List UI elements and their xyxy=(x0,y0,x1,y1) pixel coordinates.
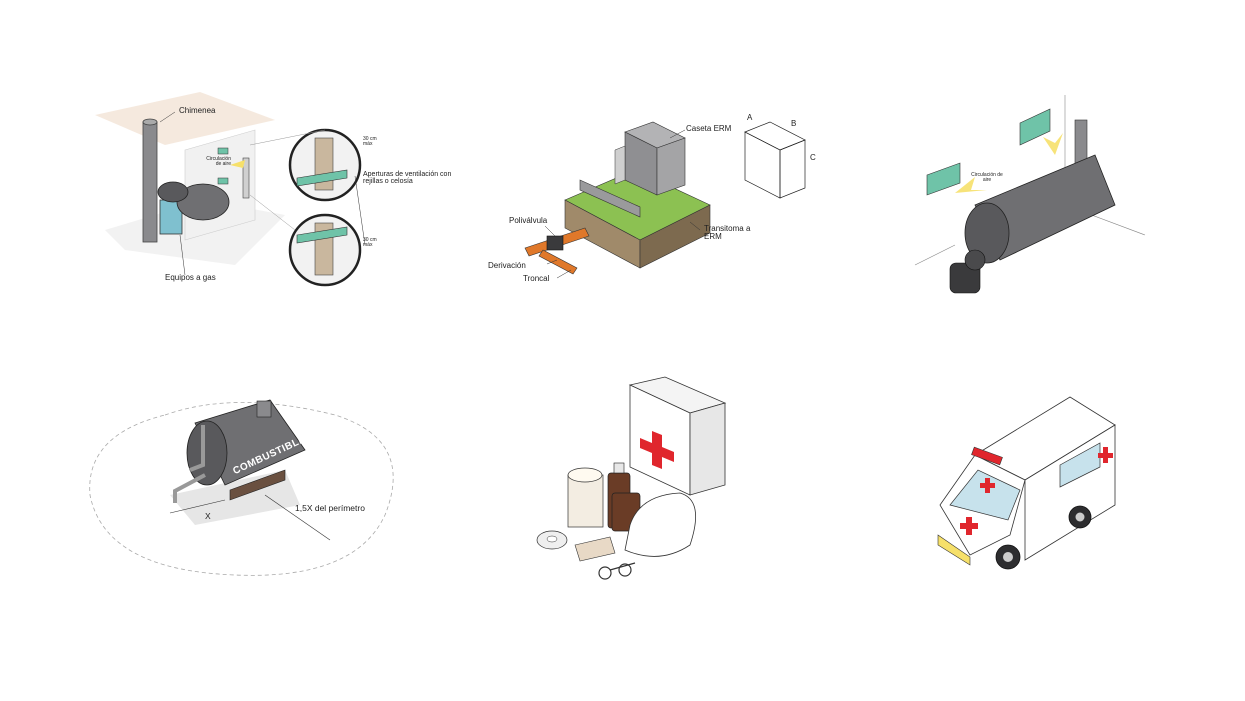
equipment-label: Equipos a gas xyxy=(165,274,216,282)
boiler-air-circulation-label: Circulación de aire xyxy=(967,173,1007,184)
dim-c-label: C xyxy=(810,154,816,162)
dim-a-label: A xyxy=(747,114,752,122)
multivalve-label: Poliválvula xyxy=(509,217,547,225)
air-circulation-label: Circulación de aire xyxy=(201,157,231,168)
panel-boiler: Circulación de aire CALDERA xyxy=(915,95,1150,300)
chimney-label: Chimenea xyxy=(179,107,215,115)
panel-fuel-tank: COMBUSTIBLE X 1,5X del perímetro xyxy=(85,395,405,585)
x-dimension-label: X xyxy=(205,512,211,521)
dim-b-label: B xyxy=(791,120,796,128)
trunk-label: Troncal xyxy=(523,275,549,283)
detail-top-measure: 30 cm máx xyxy=(363,137,381,148)
branch-label: Derivación xyxy=(488,262,526,270)
fuel-tank-illustration xyxy=(85,395,405,585)
gas-equipment-illustration xyxy=(85,90,465,300)
first-aid-illustration xyxy=(530,375,740,585)
erm-station-illustration xyxy=(485,110,825,295)
panel-gas-equipment: Chimenea Circulación de aire Aperturas d… xyxy=(85,90,465,300)
vent-openings-label: Aperturas de ventilación con rejillas o … xyxy=(363,171,458,186)
panel-erm-station: Caseta ERM A B C Poliválvula Transitoma … xyxy=(485,110,825,295)
panel-first-aid xyxy=(530,375,740,585)
panel-ambulance xyxy=(930,395,1125,575)
ambulance-illustration xyxy=(930,395,1125,575)
detail-bottom-measure: 30 cm máx xyxy=(363,238,381,249)
perimeter-label: 1,5X del perímetro xyxy=(295,504,365,513)
boiler-illustration xyxy=(915,95,1150,300)
transition-label: Transitoma a ERM xyxy=(704,225,754,242)
booth-label: Caseta ERM xyxy=(686,125,731,133)
